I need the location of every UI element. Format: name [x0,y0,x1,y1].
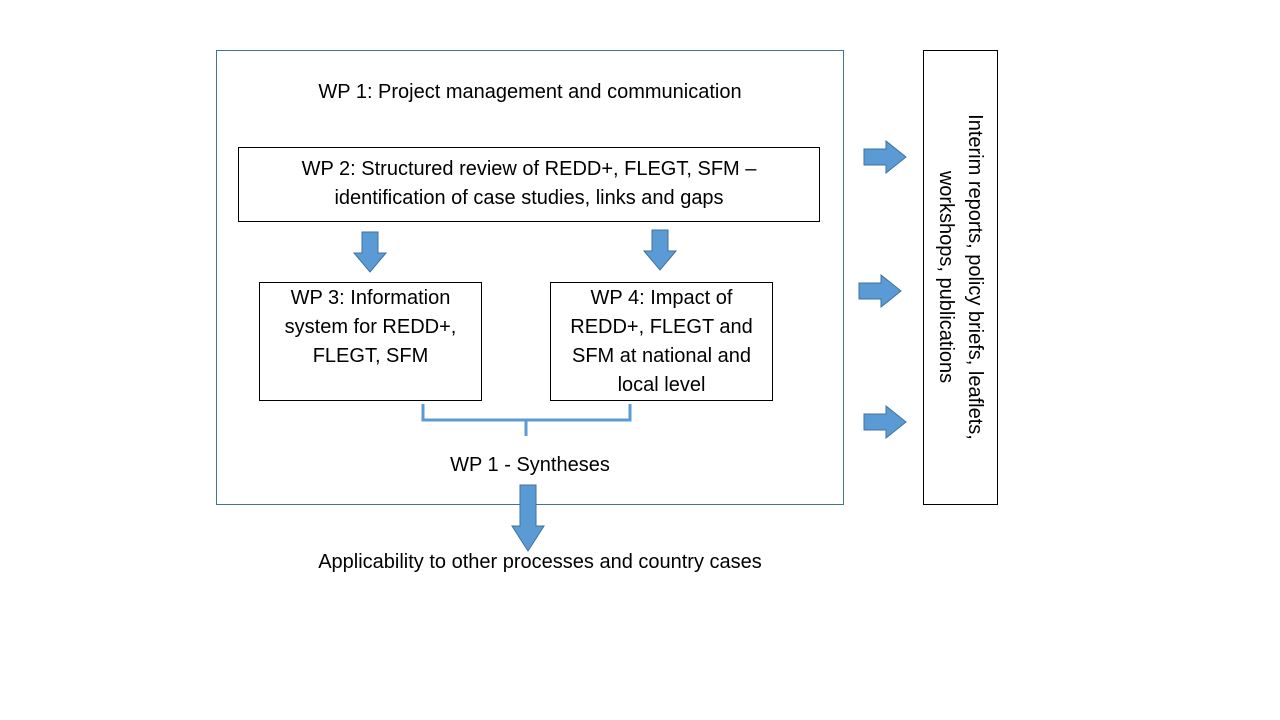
outputs-text: Interim reports, policy briefs, leaflets… [931,62,989,492]
main-frame [216,50,844,505]
wp2-line-2: identification of case studies, links an… [334,187,724,209]
wp3-text: WP 3: Information system for REDD+, FLEG… [259,284,482,371]
wp2-box [238,147,820,222]
wp4-line-3: SFM at national and [572,345,751,367]
wp4-box [550,282,773,401]
wp2-text: WP 2: Structured review of REDD+, FLEGT,… [238,155,820,213]
right-arrow-3 [863,405,907,439]
synthesis-label: WP 1 - Syntheses [450,454,610,476]
outputs-box [923,50,998,505]
wp4-line-2: REDD+, FLEGT and [570,316,753,338]
applicability-label: Applicability to other processes and cou… [318,551,762,573]
wp3-line-3: FLEGT, SFM [312,345,429,367]
wp4-text: WP 4: Impact of REDD+, FLEGT and SFM at … [550,284,773,400]
right-arrow-1 [863,140,907,174]
wp2-line-1: WP 2: Structured review of REDD+, FLEGT,… [301,158,757,180]
down-arrow-to-applicability [511,484,545,552]
wp3-box [259,282,482,401]
wp3-line-2: system for REDD+, [284,316,457,338]
wp4-line-4: local level [617,374,706,396]
outputs-line-1: Interim reports, policy briefs, leaflets… [964,114,986,440]
down-arrow-to-wp4 [643,229,677,271]
wp4-line-1: WP 4: Impact of [590,287,733,309]
wp3-line-1: WP 3: Information [290,287,451,309]
wp1-title: WP 1: Project management and communicati… [318,81,742,103]
down-arrow-to-wp3 [353,231,387,273]
right-arrow-2 [858,274,902,308]
outputs-line-2: workshops, publications [935,170,957,384]
synthesis-bracket [421,404,632,436]
